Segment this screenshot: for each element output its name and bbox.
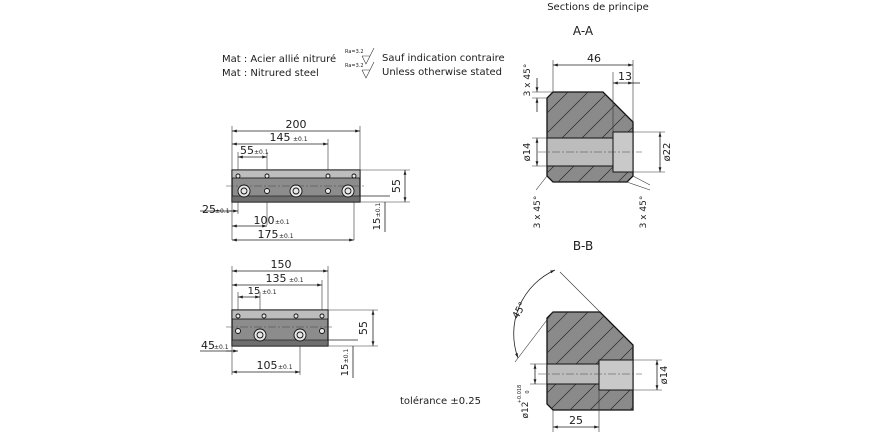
material-fr: Mat : Acier allié nitruré — [222, 53, 336, 65]
hole-small — [264, 188, 270, 194]
dim-55-pitch: 55 — [240, 144, 254, 157]
roughness-note-fr: Sauf indication contraire — [382, 53, 505, 64]
hole-small — [235, 313, 241, 319]
material-en: Mat : Nitrured steel — [222, 68, 319, 79]
dim-15-vertical-tol: ±0.1 — [343, 349, 350, 364]
hole — [296, 331, 304, 339]
dim-25: 25 — [202, 203, 216, 216]
rail-200-holes — [235, 173, 357, 198]
dim-145-tol: ±0.1 — [293, 136, 308, 143]
dim-45: 45 — [201, 339, 215, 352]
section-b-dia-12: ø12 — [521, 402, 531, 419]
dim-175-tol: ±0.1 — [279, 233, 294, 240]
dim-100: 100 — [254, 214, 275, 227]
dim-15-horizontal: 15 — [248, 286, 261, 297]
hole-small — [319, 313, 325, 319]
section-a-label: A-A — [573, 24, 594, 38]
dim-145: 145 — [270, 131, 291, 144]
dim-55-height-2: 55 — [357, 321, 370, 335]
sections-title: Sections de principe — [547, 2, 649, 13]
dim-200: 200 — [286, 118, 307, 131]
section-a-dim-46: 46 — [587, 52, 601, 65]
rail-150-bottom-face — [231, 339, 329, 347]
section-a-dia-22: ø22 — [662, 143, 673, 162]
hole-small — [319, 328, 325, 334]
roughness-note-en: Unless otherwise stated — [382, 67, 502, 78]
general-tolerance: tolérance ±0.25 — [400, 395, 481, 407]
hole-small — [325, 188, 331, 194]
hole-small — [351, 173, 357, 179]
section-a-chamfer-bottom-right: 3 x 45° — [639, 196, 649, 229]
hole-small — [264, 173, 270, 179]
section-a-view — [532, 60, 665, 191]
rail-200-view — [200, 126, 410, 242]
section-b-dia-12-tol-lower: 0 — [525, 390, 531, 393]
dim-15-horizontal-tol: ±0.1 — [262, 289, 277, 296]
hole — [344, 187, 352, 195]
hole-small — [293, 313, 299, 319]
rail-150-view — [200, 266, 378, 378]
dim-150: 150 — [271, 258, 292, 271]
hole — [256, 331, 264, 339]
dim-55-pitch-tol: ±0.1 — [254, 149, 269, 156]
dim-100-tol: ±0.1 — [275, 219, 290, 226]
dim-15-tol: ±0.1 — [375, 203, 382, 218]
hole-small — [261, 313, 267, 319]
hole — [240, 187, 248, 195]
dim-55-height: 55 — [390, 179, 403, 193]
roughness-value-2: Ra=3.2 — [345, 63, 364, 69]
section-a-chamfer-bottom-left: 3 x 45° — [533, 196, 543, 229]
rail-150-top-face — [231, 309, 329, 320]
section-b-bore-large — [598, 359, 634, 391]
section-b-label: B-B — [573, 239, 593, 253]
section-a-dia-14: ø14 — [522, 143, 533, 162]
dim-105-tol: ±0.1 — [278, 364, 293, 371]
section-b-dia-14: ø14 — [659, 366, 670, 385]
rail-150-holes — [235, 313, 325, 342]
dim-15-vertical: 15 — [340, 364, 351, 377]
hole-small — [325, 173, 331, 179]
section-b-dim-25: 25 — [569, 414, 583, 427]
rail-200-top-face — [231, 169, 361, 179]
dim-105: 105 — [257, 359, 278, 372]
dim-175: 175 — [258, 228, 279, 241]
section-b-angle: 45° — [511, 300, 529, 321]
dim-135-tol: ±0.1 — [289, 277, 304, 284]
dim-45-tol: ±0.1 — [214, 344, 229, 351]
dim-135: 135 — [266, 272, 287, 285]
roughness-value-1: Ra=3.2 — [345, 49, 364, 55]
dim-25-tol: ±0.1 — [215, 208, 230, 215]
section-a-dim-13: 13 — [618, 70, 632, 83]
section-b-dia-12-tol: +0.018 — [517, 385, 523, 404]
section-a-chamfer-top: 3 x 45° — [523, 64, 533, 97]
section-b-view — [513, 269, 662, 432]
hole-small — [235, 328, 241, 334]
hole-small — [235, 173, 241, 179]
roughness-symbol: Ra=3.2 Ra=3.2 — [345, 47, 375, 79]
hole — [292, 187, 300, 195]
dim-15: 15 — [372, 218, 383, 231]
